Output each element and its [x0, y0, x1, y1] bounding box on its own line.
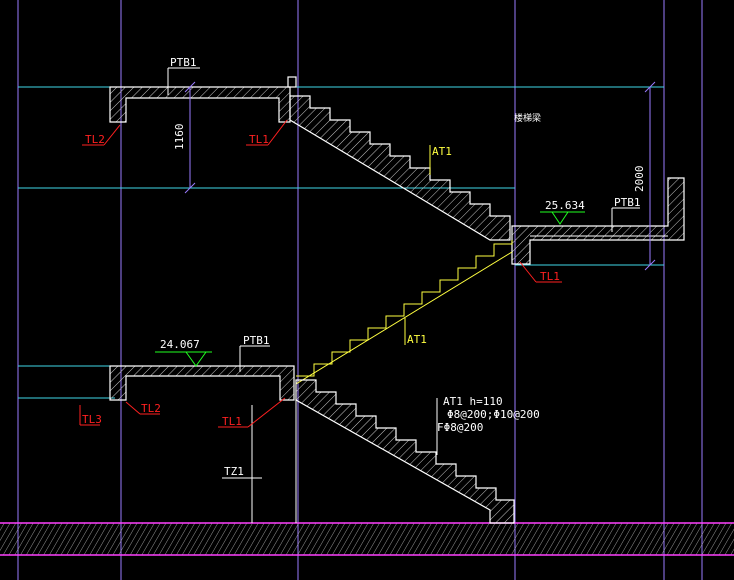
support-posts [251, 400, 297, 523]
right-landing [511, 177, 685, 265]
dim-right-text: 2000 [633, 166, 646, 193]
annotation-title: AT1 h=110 [443, 395, 503, 408]
tl2-top-label: TL2 [85, 133, 105, 146]
upper-left-landing [109, 76, 297, 123]
elevation-upper [540, 211, 585, 225]
lower-left-landing [109, 365, 295, 401]
dim-left-text: 1160 [173, 124, 186, 151]
dimension-left [184, 81, 196, 194]
elevation-lower-icon [185, 351, 207, 367]
tl3-label: TL3 [82, 413, 102, 426]
tl-leaders [79, 119, 562, 428]
elevation-lower-text: 24.067 [160, 338, 200, 351]
room-note: 楼梯梁 [514, 112, 541, 124]
annotation-dist: FΦ8@200 [437, 421, 483, 434]
at1-upper-label: AT1 [432, 145, 452, 158]
at1-leaders [404, 145, 431, 345]
tz1-label: TZ1 [224, 465, 244, 478]
elevation-upper-text: 25.634 [545, 199, 585, 212]
tl1-top-label: TL1 [249, 133, 269, 146]
annotation-rebar: Φ8@200;Φ10@200 [447, 408, 540, 421]
ptb1-leaders [167, 67, 640, 372]
upper-flight-top [289, 95, 511, 241]
tl1-bottom-label: TL1 [222, 415, 242, 428]
elevation-upper-icon [551, 211, 569, 225]
tl2-bottom-label: TL2 [141, 402, 161, 415]
lower-flight [295, 379, 515, 524]
ground-slab [0, 522, 734, 556]
ptb1-top-label: PTB1 [170, 56, 197, 69]
ptb1-right-label: PTB1 [614, 196, 641, 209]
ptb1-bottom-label: PTB1 [243, 334, 270, 347]
at1-middle-label: AT1 [407, 333, 427, 346]
tl1-right-label: TL1 [540, 270, 560, 283]
elevation-lower [155, 351, 212, 367]
middle-flight-yellow [295, 240, 513, 385]
dimension-right [644, 81, 656, 271]
